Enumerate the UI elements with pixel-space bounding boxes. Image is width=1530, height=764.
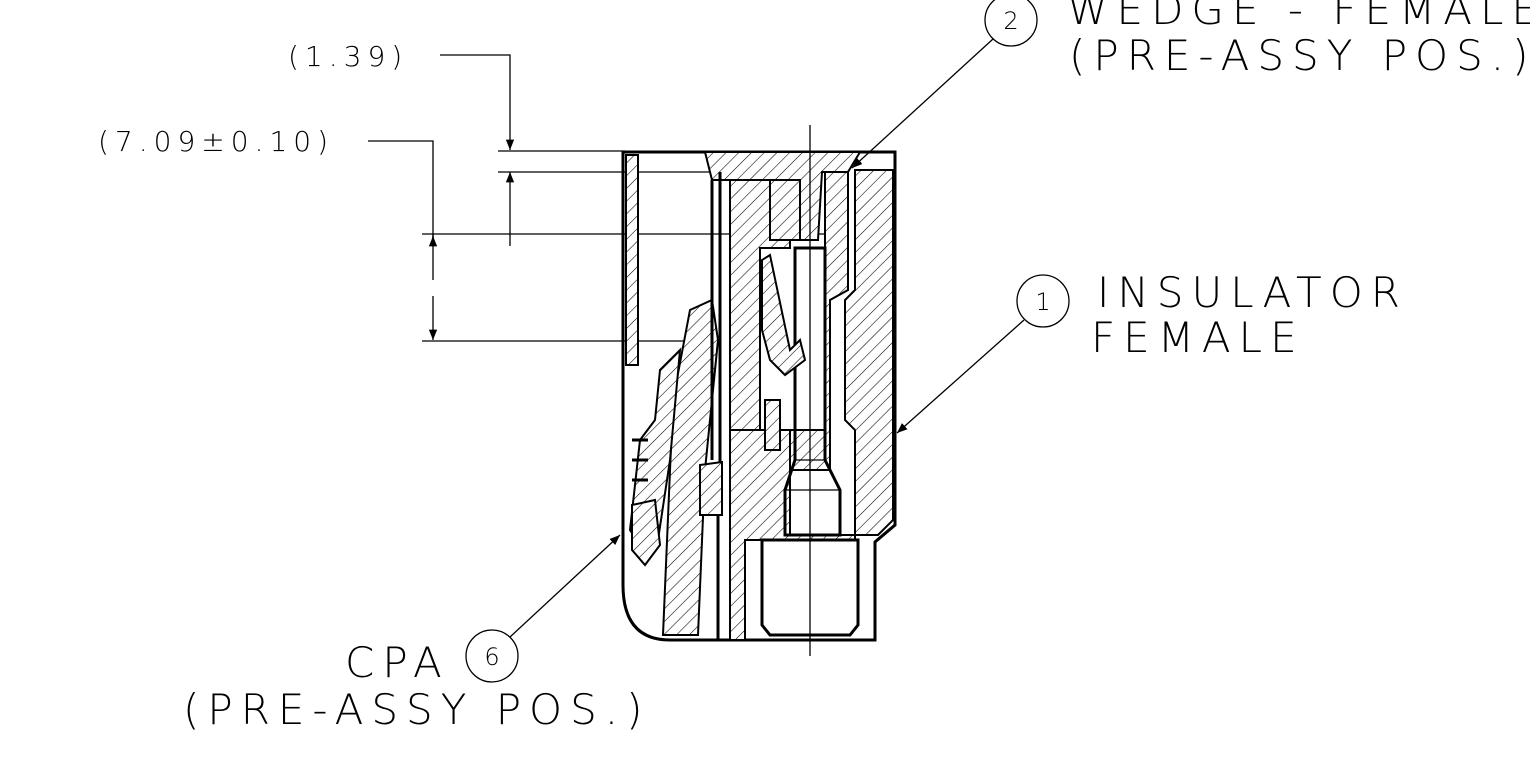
callout-wedge-line1: WEDGE - FEMALE	[1067, 0, 1530, 34]
callout-balloon-1	[1016, 274, 1070, 328]
callout-insulator: 1 INSULATOR FEMALE	[896, 268, 1408, 434]
callout-number-1: 1	[1035, 288, 1050, 316]
callout-balloon-2	[984, 0, 1038, 47]
callout-wedge: 2 WEDGE - FEMALE (PRE-ASSY POS.)	[851, 0, 1530, 169]
callout-number-2: 2	[1003, 7, 1018, 35]
connector-body	[621, 125, 897, 656]
callout-wedge-line2: (PRE-ASSY POS.)	[1069, 31, 1530, 80]
dimension-top-offset-text: (1.39)	[288, 40, 408, 73]
callout-insulator-line1: INSULATOR	[1097, 268, 1408, 317]
callout-cpa: 6 CPA (PRE-ASSY POS.)	[183, 534, 651, 734]
callout-cpa-line2: (PRE-ASSY POS.)	[183, 685, 651, 734]
callout-insulator-line2: FEMALE	[1091, 313, 1305, 362]
dimension-height-text: (7.09±0.10)	[98, 125, 334, 158]
callout-number-6: 6	[484, 643, 499, 671]
callout-balloon-6	[465, 629, 519, 683]
callout-cpa-line1: CPA	[345, 638, 450, 687]
dimension-height: (7.09±0.10)	[98, 125, 825, 342]
dimension-top-offset: (1.39)	[288, 40, 712, 246]
